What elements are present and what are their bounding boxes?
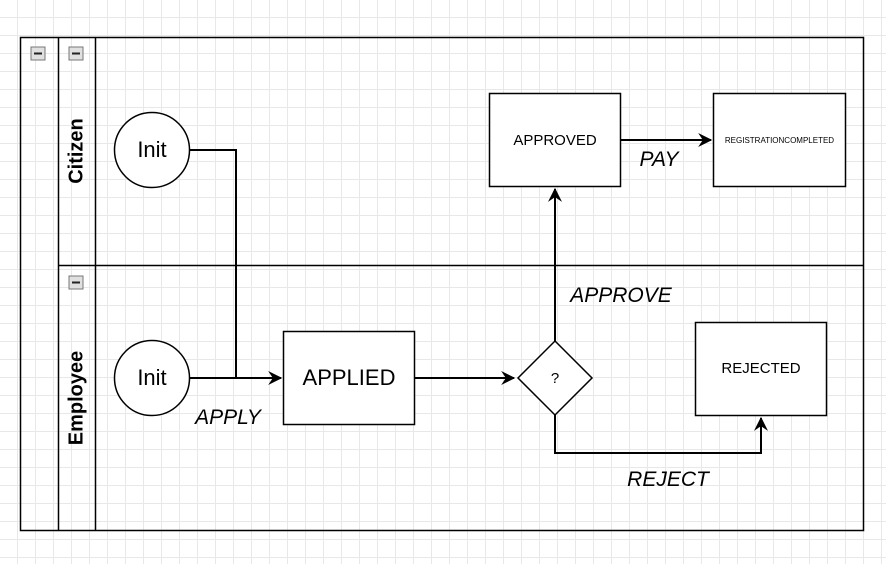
edge-label-apply: APPLY	[193, 406, 263, 429]
node-decision[interactable]: ?	[516, 339, 594, 417]
edge-label-pay: PAY	[640, 148, 681, 171]
node-applied-label: APPLIED	[303, 365, 396, 390]
edge-label-reject: REJECT	[627, 468, 711, 491]
node-approved[interactable]: APPROVED	[488, 92, 622, 188]
node-rejected[interactable]: REJECTED	[694, 321, 828, 417]
node-applied[interactable]: APPLIED	[282, 330, 416, 426]
edge-label-approve: APPROVE	[568, 284, 673, 307]
node-decision-label: ?	[551, 370, 559, 387]
node-registration-completed[interactable]: REGISTRATIONCOMPLETED	[712, 92, 847, 188]
pool-container[interactable]	[19, 36, 865, 532]
node-init-employee-label: Init	[137, 365, 166, 390]
node-rejected-label: REJECTED	[721, 360, 800, 377]
node-init-citizen-label: Init	[137, 137, 166, 162]
node-init-citizen[interactable]: Init	[113, 111, 191, 189]
edge-decision-to-rejected[interactable]	[554, 415, 768, 454]
lane-label-citizen: Citizen	[65, 118, 87, 184]
citizen-lane-collapse-minus-icon[interactable]	[68, 46, 84, 61]
node-init-employee[interactable]: Init	[113, 339, 191, 417]
node-approved-label: APPROVED	[513, 132, 597, 149]
edge-citizen-init-to-applied[interactable]	[190, 149, 283, 385]
pool-collapse-minus-icon[interactable]	[30, 46, 46, 61]
employee-lane-collapse-minus-icon[interactable]	[68, 275, 84, 290]
node-registration-completed-label: REGISTRATIONCOMPLETED	[725, 136, 834, 145]
lane-label-employee: Employee	[65, 351, 87, 445]
